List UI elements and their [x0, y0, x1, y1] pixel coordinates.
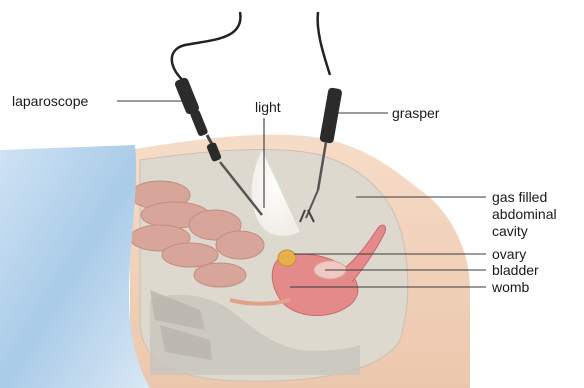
label-ovary: ovary — [492, 246, 526, 262]
label-gas-line-3: cavity — [492, 223, 528, 239]
label-bladder: bladder — [492, 262, 539, 278]
label-laparoscope: laparoscope — [12, 93, 88, 109]
label-grasper: grasper — [392, 105, 440, 121]
patient-sheet — [0, 145, 150, 388]
label-light: light — [255, 99, 281, 115]
ovary — [278, 250, 296, 266]
label-womb: womb — [491, 279, 530, 295]
label-gas-line-1: gas filled — [492, 189, 547, 205]
label-gas-line-2: abdominal — [492, 206, 557, 222]
